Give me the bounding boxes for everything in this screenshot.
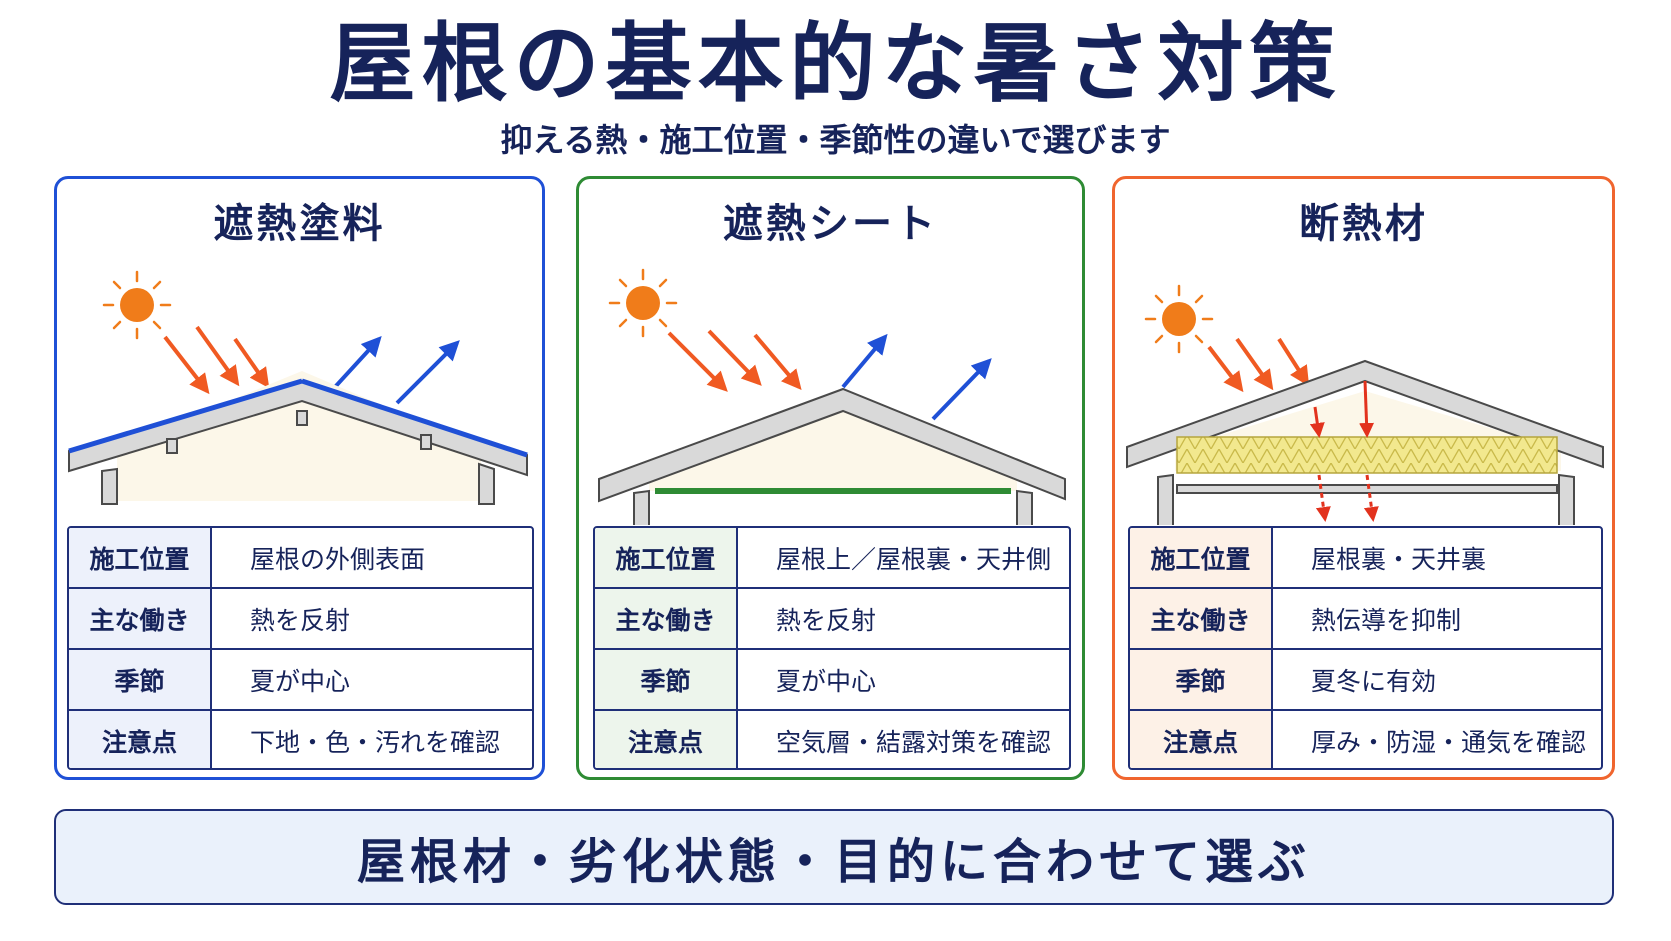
conduction-arrows — [1309, 380, 1379, 522]
panel-title: 断熱材 — [1299, 201, 1428, 247]
sun-icon — [1144, 284, 1214, 354]
heat-arrows — [1207, 337, 1310, 393]
info-table: 施工位置 屋根の外側表面 主な働き 熱を反射 季節 夏が中心 注意点 下地・色・… — [67, 526, 534, 770]
table-row: 主な働き 熱を反射 — [69, 589, 532, 650]
row-value: 屋根裏・天井裏 — [1311, 544, 1487, 574]
sun-icon — [102, 270, 172, 340]
panel-heat-shield-paint: 遮熱塗料 — [54, 176, 545, 780]
table-row: 季節 夏が中心 — [69, 650, 532, 711]
row-value: 熱を反射 — [250, 605, 351, 635]
row-value: 下地・色・汚れを確認 — [250, 728, 501, 757]
table-row: 季節 夏冬に有効 — [1130, 650, 1601, 711]
row-label: 注意点 — [595, 711, 738, 768]
row-value: 夏が中心 — [776, 666, 877, 696]
row-label: 季節 — [595, 650, 738, 709]
table-row: 施工位置 屋根上／屋根裏・天井側 — [595, 528, 1069, 589]
row-value: 厚み・防湿・通気を確認 — [1311, 728, 1587, 757]
page-title: 屋根の基本的な暑さ対策 — [329, 14, 1342, 114]
table-row: 注意点 空気層・結露対策を確認 — [595, 711, 1069, 768]
row-value: 夏が中心 — [250, 666, 351, 696]
roof-paint-illustration — [68, 270, 528, 505]
table-row: 主な働き 熱伝導を抑制 — [1130, 589, 1601, 650]
table-row: 主な働き 熱を反射 — [595, 589, 1069, 650]
table-row: 注意点 下地・色・汚れを確認 — [69, 711, 532, 768]
row-label: 季節 — [69, 650, 212, 709]
table-row: 注意点 厚み・防湿・通気を確認 — [1130, 711, 1601, 768]
house-frame — [598, 387, 1066, 525]
row-value: 夏冬に有効 — [1311, 666, 1437, 696]
sun-icon — [608, 268, 678, 338]
row-value: 熱を反射 — [776, 605, 877, 635]
heat-arrows — [163, 325, 270, 395]
row-label: 主な働き — [1130, 589, 1273, 648]
table-row: 施工位置 屋根裏・天井裏 — [1130, 528, 1601, 589]
row-label: 施工位置 — [595, 528, 738, 587]
row-label: 主な働き — [69, 589, 212, 648]
panel-insulation: 断熱材 — [1112, 176, 1615, 780]
row-value: 空気層・結露対策を確認 — [776, 728, 1052, 757]
row-value: 屋根の外側表面 — [250, 544, 426, 574]
table-row: 季節 夏が中心 — [595, 650, 1069, 711]
roof-insulation-illustration — [1126, 284, 1604, 525]
roof-sheet-illustration — [598, 268, 1066, 525]
panel-title: 遮熱シート — [723, 201, 938, 247]
row-label: 注意点 — [1130, 711, 1273, 768]
panel-heat-shield-sheet: 遮熱シート — [576, 176, 1085, 780]
page-subtitle: 抑える熱・施工位置・季節性の違いで選びます — [500, 121, 1171, 159]
row-label: 主な働き — [595, 589, 738, 648]
info-table: 施工位置 屋根裏・天井裏 主な働き 熱伝導を抑制 季節 夏冬に有効 注意点 厚み… — [1128, 526, 1603, 770]
row-label: 施工位置 — [1130, 528, 1273, 587]
row-value: 屋根上／屋根裏・天井側 — [776, 544, 1052, 574]
insulation-batt — [1176, 436, 1558, 474]
row-label: 施工位置 — [69, 528, 212, 587]
panel-title: 遮熱塗料 — [213, 201, 386, 247]
row-value: 熱伝導を抑制 — [1311, 605, 1462, 635]
table-row: 施工位置 屋根の外側表面 — [69, 528, 532, 589]
reflect-arrows — [333, 336, 460, 405]
conclusion-banner: 屋根材・劣化状態・目的に合わせて選ぶ — [54, 809, 1614, 905]
row-label: 注意点 — [69, 711, 212, 768]
house-frame — [68, 371, 528, 505]
row-label: 季節 — [1130, 650, 1273, 709]
info-table: 施工位置 屋根上／屋根裏・天井側 主な働き 熱を反射 季節 夏が中心 注意点 空… — [593, 526, 1071, 770]
